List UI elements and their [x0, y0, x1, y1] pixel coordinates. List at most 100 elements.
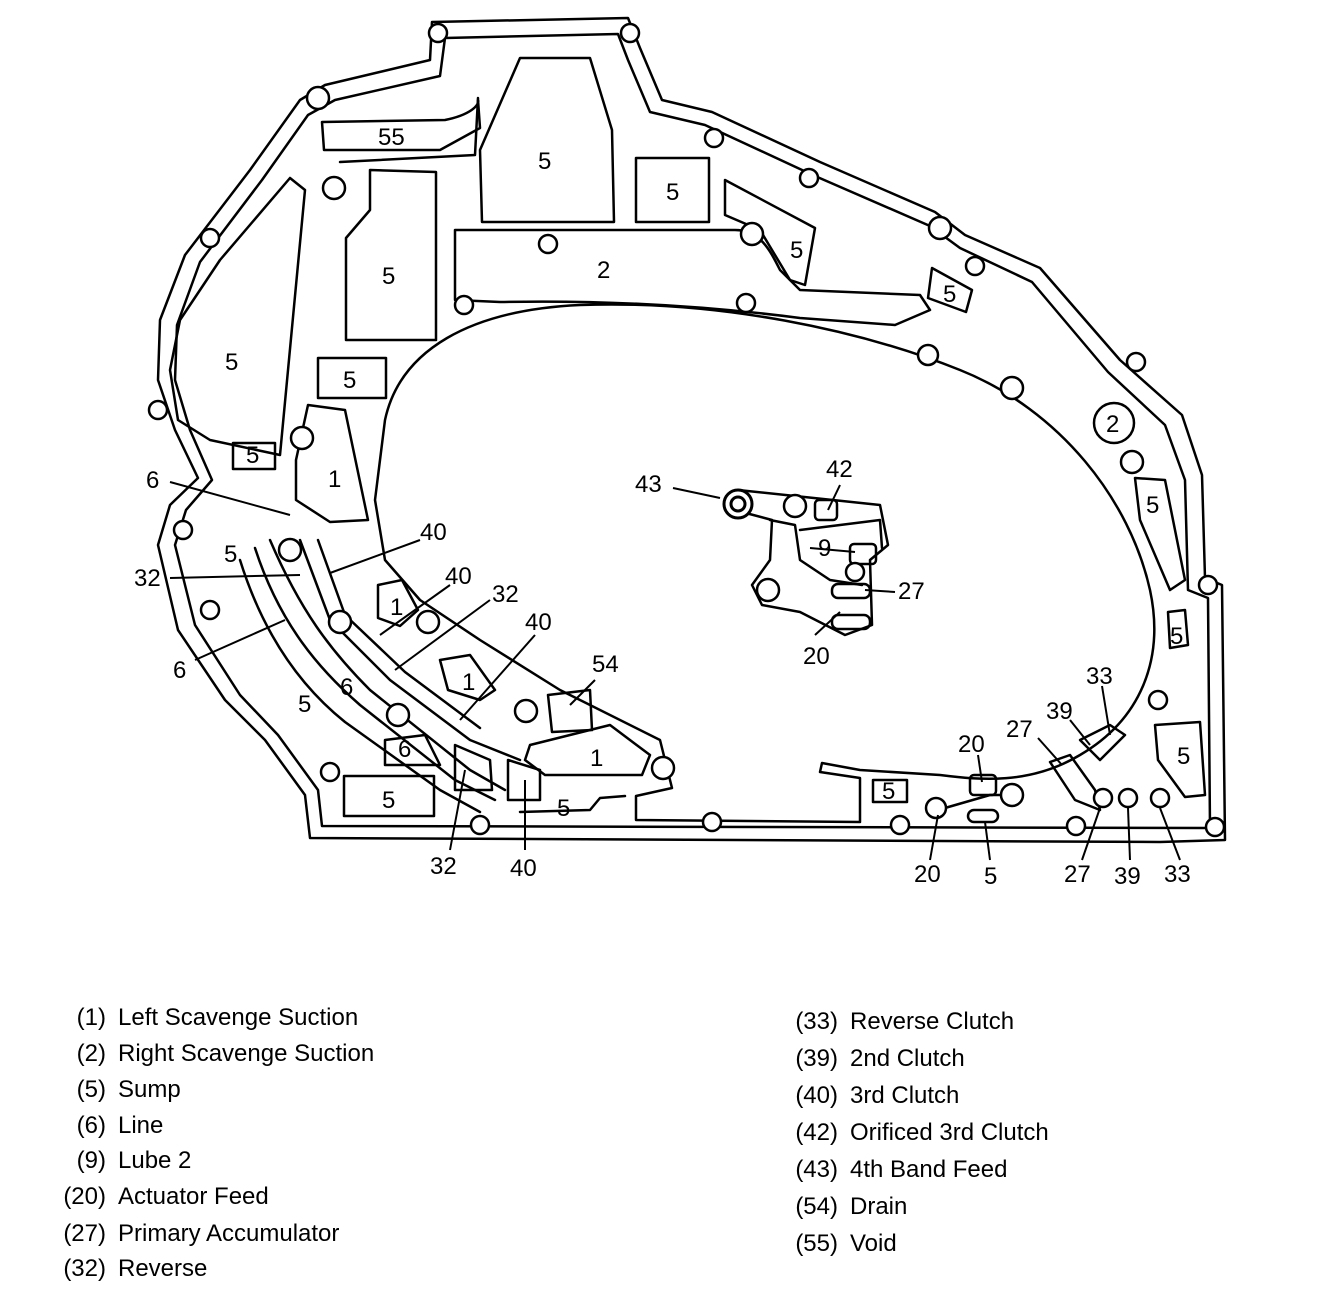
legend-num: (6)	[76, 1112, 106, 1139]
callout-5-left-box: 5	[343, 367, 356, 394]
callout-40-b: 40	[445, 563, 472, 590]
callout-2-upper: 2	[597, 257, 610, 284]
gasket-diagram: 55 5 5 5 2 5 5 5 5 2 5 1 6 40 5 32 40 32…	[134, 16, 1227, 890]
callout-5-left-small: 5	[246, 442, 259, 469]
legend-num: (33)	[795, 1008, 838, 1035]
legend-label: Sump	[118, 1076, 181, 1103]
callout-5-left-low: 5	[298, 691, 311, 718]
legend-num: (5)	[76, 1076, 106, 1103]
cavity-40-bottom	[506, 758, 542, 802]
legend-label: Actuator Feed	[118, 1183, 269, 1210]
callout-1-bottom: 1	[590, 745, 603, 772]
callout-5-upper-left: 5	[382, 263, 395, 290]
legend-label: Right Scavenge Suction	[118, 1040, 375, 1067]
callout-27-center: 27	[898, 578, 925, 605]
cavity-right-2	[1166, 608, 1190, 650]
cavity-1-low	[438, 653, 497, 702]
legend-num: (27)	[63, 1220, 106, 1247]
callout-6-mid: 6	[340, 674, 353, 701]
cavity-left-box	[316, 356, 388, 400]
callout-1-low: 1	[462, 669, 475, 696]
legend-label: 4th Band Feed	[850, 1156, 1008, 1183]
legend-num: (43)	[795, 1156, 838, 1183]
legend-num: (9)	[76, 1147, 106, 1174]
legend-label: Left Scavenge Suction	[118, 1004, 359, 1031]
callout-40-c: 40	[525, 609, 552, 636]
callout-33-bottom: 33	[1164, 861, 1191, 888]
callout-5-top-box: 5	[666, 179, 679, 206]
callout-54: 54	[592, 651, 619, 678]
callout-27-bottom: 27	[1064, 861, 1091, 888]
callout-5-bottom: 5	[984, 863, 997, 890]
cavity-left-big	[168, 176, 307, 457]
legend-label: Primary Accumulator	[118, 1220, 340, 1247]
callout-40-a: 40	[420, 519, 447, 546]
cavity-top-box	[634, 156, 711, 224]
callout-6-left: 6	[173, 657, 186, 684]
callout-5-bottom-slot: 5	[557, 795, 570, 822]
case-inner-outline	[173, 32, 1212, 830]
legend-label: Reverse	[118, 1255, 208, 1282]
legend-label: 3rd Clutch	[850, 1082, 960, 1109]
cavity-6-box	[383, 733, 442, 767]
callout-39-top: 39	[1046, 698, 1073, 725]
legend-num: (55)	[795, 1230, 838, 1257]
callout-20-top: 20	[958, 731, 985, 758]
callout-27-top: 27	[1006, 716, 1033, 743]
legend-num: (20)	[63, 1183, 106, 1210]
legend-num: (40)	[795, 1082, 838, 1109]
cavity-right-slot	[926, 266, 974, 314]
callout-1-left: 1	[328, 466, 341, 493]
center-cluster	[736, 488, 890, 637]
central-bore	[373, 303, 1156, 824]
legend-num: (42)	[795, 1119, 838, 1146]
callout-55: 55	[378, 124, 405, 151]
legend-num: (54)	[795, 1193, 838, 1220]
legend-num: (2)	[76, 1040, 106, 1067]
callout-5-bottom-box: 5	[882, 778, 895, 805]
callout-5-top-center: 5	[538, 148, 551, 175]
legend-num: (32)	[63, 1255, 106, 1282]
callout-6-box: 6	[398, 736, 411, 763]
callout-6-upper: 6	[146, 467, 159, 494]
callout-5-right-2: 5	[1170, 623, 1183, 650]
cavity-top-center	[478, 56, 616, 224]
callout-2-circle-label: 2	[1106, 411, 1119, 438]
callout-5-right-3: 5	[1177, 743, 1190, 770]
callout-1-mid: 1	[390, 594, 403, 621]
legend-label: 2nd Clutch	[850, 1045, 965, 1072]
cavity-1-bottom	[523, 723, 652, 777]
callout-33-top: 33	[1086, 663, 1113, 690]
cavity-bottom-left	[342, 774, 436, 818]
cavity-right-3	[1153, 720, 1207, 799]
legend-label: Drain	[850, 1193, 908, 1220]
cavity-55	[320, 98, 482, 152]
case-outline	[156, 16, 1227, 844]
legend-label: Lube 2	[118, 1147, 192, 1174]
callout-32-left: 32	[134, 565, 161, 592]
callout-5-bottom-left: 5	[382, 787, 395, 814]
cavity-upper-right	[723, 178, 817, 287]
cavity-1-mid	[376, 578, 420, 628]
cavity-upper-left	[344, 168, 438, 342]
callout-5-left-big: 5	[225, 349, 238, 376]
callout-43: 43	[635, 471, 662, 498]
callout-5-right-slot: 5	[943, 281, 956, 308]
legend-label: Orificed 3rd Clutch	[850, 1119, 1049, 1146]
cavity-bottom-box	[871, 778, 909, 804]
callout-40-bottom: 40	[510, 855, 537, 882]
callout-5-upper-right: 5	[790, 237, 803, 264]
cavity-1-left	[294, 403, 370, 524]
cavity-right-1	[1133, 476, 1187, 592]
legend-num: (1)	[76, 1004, 106, 1031]
callout-32-mid: 32	[492, 581, 519, 608]
callout-39-bottom: 39	[1114, 863, 1141, 890]
callout-32-bottom: 32	[430, 853, 457, 880]
callout-20-bottom: 20	[914, 861, 941, 888]
legend-label: Void	[850, 1230, 897, 1257]
callout-42: 42	[826, 456, 853, 483]
callout-9: 9	[818, 535, 831, 562]
legend-num: (39)	[795, 1045, 838, 1072]
callout-20-center: 20	[803, 643, 830, 670]
callout-5-left-mid: 5	[224, 541, 237, 568]
